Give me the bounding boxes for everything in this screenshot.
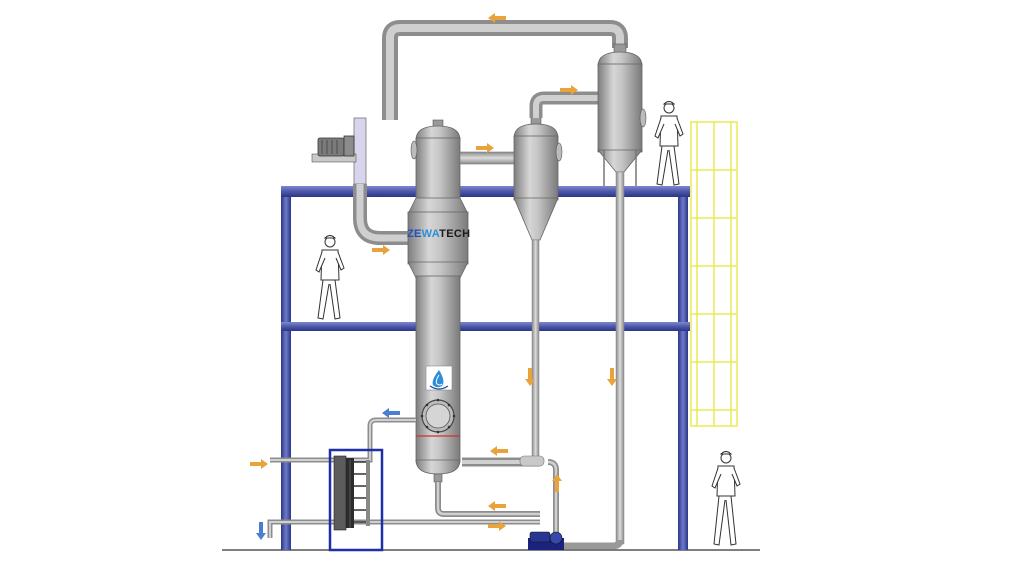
flow-arrow-left-blue-icon [382, 408, 400, 418]
vapor-return-pipe [382, 20, 628, 120]
flow-arrow-right-icon [372, 245, 390, 255]
plate-heat-exchanger [328, 448, 384, 552]
flow-arrow-down-icon [525, 368, 535, 386]
flow-arrow-right-icon [488, 521, 506, 531]
steel-frame [281, 186, 690, 550]
frame-beam-middle [281, 322, 690, 331]
main-evaporator-column [407, 119, 469, 483]
frame-column-left [281, 188, 291, 550]
fan-duct [353, 117, 415, 245]
ladder-cage [690, 121, 738, 427]
pump-icon [528, 531, 564, 550]
brand-logo: ZEWATECH [407, 228, 471, 242]
flow-arrow-right-icon [476, 143, 494, 153]
frame-column-right [678, 188, 688, 550]
person-icon [315, 235, 345, 320]
recirculation-piping [267, 417, 559, 538]
brand-part-2: WA [421, 228, 440, 240]
flow-arrow-down-icon [607, 368, 617, 386]
fan-motor-icon [311, 135, 357, 163]
vapor-pipe-to-cyclone [529, 91, 600, 118]
cyclone-separator [560, 43, 647, 550]
person-icon [711, 451, 741, 546]
flow-arrows [250, 13, 617, 540]
person-icon [654, 101, 684, 186]
frame-beam-top [281, 186, 690, 197]
flow-arrow-left-icon [490, 446, 508, 456]
vapor-pipe-to-separator [459, 151, 517, 165]
flow-arrow-left-icon [488, 13, 506, 23]
water-drop-emblem-icon [425, 365, 453, 391]
manway-icon [420, 398, 456, 434]
flow-arrow-up-icon [552, 474, 562, 492]
flow-arrow-left-icon [488, 501, 506, 511]
flow-arrow-down-blue-icon [256, 522, 266, 540]
flow-arrow-right-icon [560, 85, 578, 95]
vapor-separator-1 [513, 115, 563, 459]
brand-part-3: TECH [439, 228, 471, 240]
brand-part-1: ZE [407, 228, 422, 240]
flow-arrow-right-icon [250, 459, 268, 469]
